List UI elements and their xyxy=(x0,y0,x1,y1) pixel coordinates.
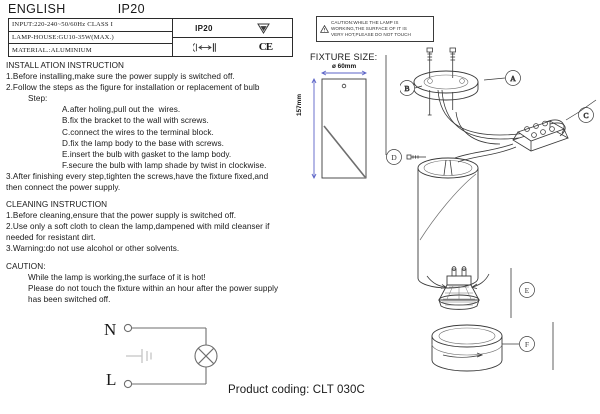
cleaning-line-2b: needed for resistant dirt. xyxy=(6,233,96,243)
caution-line-3: has been switched off. xyxy=(28,295,111,305)
installation-step-label: Step: xyxy=(28,94,48,104)
spec-marks-column: IP20 xyxy=(173,19,292,56)
cleaning-line-3: 3.Warning:do not use alcohol or other so… xyxy=(6,244,180,254)
header-row: ENGLISH IP20 xyxy=(8,2,298,18)
spec-marks-row-bottom: CE xyxy=(173,38,292,56)
fixture-size-title: FIXTURE SIZE: xyxy=(310,52,378,62)
caution-block: CAUTION: While the lamp is working,the s… xyxy=(6,261,311,305)
wiring-live-label: L xyxy=(106,370,117,389)
installation-step-e: E.insert the bulb with gasket to the lam… xyxy=(62,149,232,159)
label-d-callout: D xyxy=(383,146,429,172)
fixture-diameter-label: ø 60mm xyxy=(332,63,357,70)
specification-table: INPUT:220-240~50/60Hz CLASS I LAMP-HOUSE… xyxy=(8,18,293,57)
caution-callout-box: CAUTION:WHILE THE LAMP IS WORKING,THE SU… xyxy=(316,16,434,42)
wiring-neutral-label: N xyxy=(104,320,117,339)
installation-line-2: 2.Follow the steps as the figure for ins… xyxy=(6,83,260,93)
warning-triangle-icon xyxy=(320,25,329,33)
caution-heading: CAUTION: xyxy=(6,262,46,271)
spec-row-input: INPUT:220-240~50/60Hz CLASS I xyxy=(9,19,172,32)
wiring-diagram xyxy=(120,318,250,398)
cleaning-instruction-block: CLEANING INSTRUCTION 1.Before cleaning,e… xyxy=(6,199,311,254)
spec-row-lamp-house: LAMP-HOUSE:GU10-35W(MAX.) xyxy=(9,32,172,45)
language-label: ENGLISH xyxy=(8,2,66,16)
installation-line-3a: 3.After finishing every step,tighten the… xyxy=(6,171,269,181)
svg-text:C: C xyxy=(583,111,588,120)
svg-text:F: F xyxy=(525,340,529,349)
spec-row-material: MATERIAL.:ALUMINIUM xyxy=(12,46,92,54)
recessed-mounting-symbol-icon xyxy=(257,23,270,34)
minimum-distance-symbol-icon xyxy=(192,42,219,53)
header-ip-rating: IP20 xyxy=(117,2,146,16)
installation-heading: INSTALL ATION INSTRUCTION xyxy=(6,61,125,70)
lamp-shade-diagram: F xyxy=(425,322,595,378)
caution-line-2: Please do not touch the fixture within a… xyxy=(28,284,279,294)
fixture-size-drawing xyxy=(300,60,410,180)
spec-marks-row-top: IP20 xyxy=(173,19,292,38)
installation-step-d: D.fix the lamp body to the base with scr… xyxy=(62,138,224,148)
caution-line-1: While the lamp is working,the surface of… xyxy=(28,273,206,283)
installation-instruction-block: INSTALL ATION INSTRUCTION 1.Before insta… xyxy=(6,60,306,193)
spec-text-column: INPUT:220-240~50/60Hz CLASS I LAMP-HOUSE… xyxy=(9,19,173,56)
ce-mark: CE xyxy=(258,41,273,53)
cleaning-line-1: 1.Before cleaning,ensure that the power … xyxy=(6,211,237,221)
bulb-diagram: E xyxy=(425,266,595,326)
svg-text:B: B xyxy=(404,84,409,93)
cleaning-heading: CLEANING INSTRUCTION xyxy=(6,200,108,209)
product-coding-label: Product coding: CLT 030C xyxy=(228,384,365,396)
leader-rule-b xyxy=(384,55,388,155)
svg-text:A: A xyxy=(510,74,516,83)
caution-callout-text: CAUTION:WHILE THE LAMP IS WORKING,THE SU… xyxy=(331,20,411,37)
ip-code-mark: IP20 xyxy=(195,23,213,33)
svg-text:E: E xyxy=(525,286,530,295)
installation-step-a: A.after holing,pull out the wires. xyxy=(62,105,181,115)
installation-step-c: C.connect the wires to the terminal bloc… xyxy=(62,127,214,137)
installation-line-1: 1.Before installing,make sure the power … xyxy=(6,72,235,82)
svg-text:D: D xyxy=(391,153,397,162)
installation-step-b: B.fix the bracket to the wall with screw… xyxy=(62,116,209,126)
cleaning-line-2a: 2.Use only a soft cloth to clean the lam… xyxy=(6,222,270,232)
installation-step-f: F.secure the bulb with lamp shade by twi… xyxy=(62,160,267,170)
installation-line-3b: then connect the power supply. xyxy=(6,183,121,193)
assembly-diagram: A B C xyxy=(400,40,600,290)
